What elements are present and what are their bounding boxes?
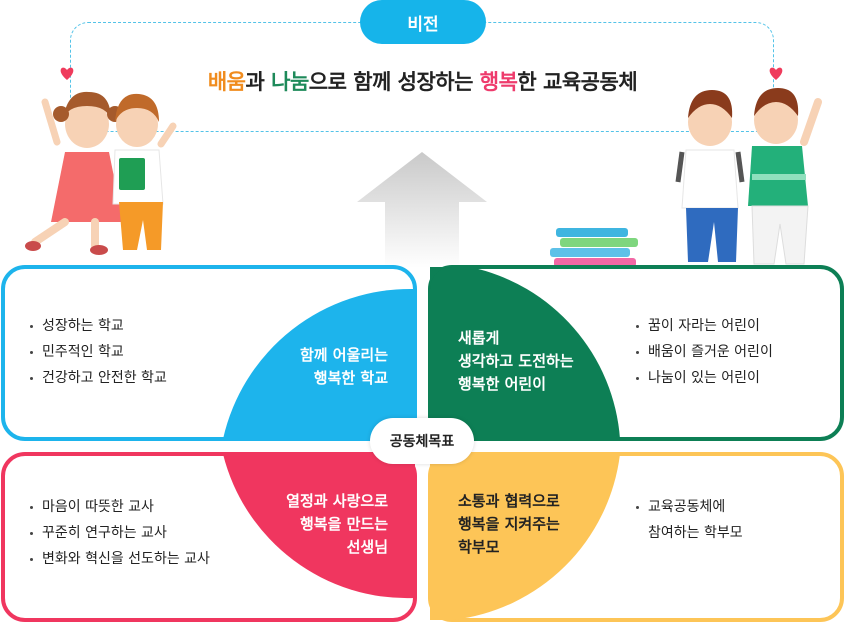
parents-sector bbox=[430, 454, 620, 620]
vision-word-learning: 배움 bbox=[207, 70, 246, 94]
school-goal-list: 성장하는 학교 민주적인 학교 건강하고 안전한 학교 bbox=[30, 313, 167, 391]
list-item: 꾸준히 연구하는 교사 bbox=[30, 520, 210, 546]
community-goal-label: 공동체목표 bbox=[370, 418, 474, 464]
vision-text-2: 과 bbox=[245, 70, 272, 94]
teachers-goal-list: 마음이 따뜻한 교사 꾸준히 연구하는 교사 변화와 혁신을 선도하는 교사 bbox=[30, 494, 210, 572]
parents-goal-title: 소통과 협력으로 행복을 지켜주는 학부모 bbox=[458, 492, 560, 556]
parents-goal-list: 교육공동체에 참여하는 학부모 bbox=[636, 494, 743, 546]
vision-text-6: 한 교육공동체 bbox=[517, 70, 638, 94]
list-item: 민주적인 학교 bbox=[30, 339, 167, 365]
list-item: 건강하고 안전한 학교 bbox=[30, 365, 167, 391]
list-item: 꿈이 자라는 어린이 bbox=[636, 313, 773, 339]
heart-icon bbox=[769, 67, 783, 80]
up-arrow-icon bbox=[357, 152, 487, 268]
vision-label: 비전 bbox=[360, 0, 486, 44]
teachers-sector bbox=[223, 454, 415, 599]
list-item: 변화와 혁신을 선도하는 교사 bbox=[30, 546, 210, 572]
list-item: 교육공동체에 bbox=[636, 494, 743, 520]
list-item: 성장하는 학교 bbox=[30, 313, 167, 339]
list-item: 참여하는 학부모 bbox=[648, 525, 743, 541]
vision-word-sharing: 나눔 bbox=[271, 70, 309, 94]
girls-illustration bbox=[25, 67, 177, 255]
list-item: 마음이 따뜻한 교사 bbox=[30, 494, 210, 520]
children-goal-title: 새롭게 생각하고 도전하는 행복한 어린이 bbox=[458, 329, 574, 393]
teachers-goal-title: 열정과 사랑으로 행복을 만드는 선생님 bbox=[286, 492, 388, 556]
children-sector bbox=[430, 267, 620, 439]
vision-text-4: 으로 함께 성장하는 bbox=[308, 70, 480, 94]
vision-statement: 배움과 나눔으로 함께 성장하는 행복한 교육공동체 bbox=[0, 66, 845, 96]
list-item: 배움이 즐거운 어린이 bbox=[636, 339, 773, 365]
school-goal-title: 함께 어울리는 행복한 학교 bbox=[299, 346, 388, 387]
school-sector bbox=[223, 288, 415, 439]
list-item: 나눔이 있는 어린이 bbox=[636, 365, 773, 391]
vision-word-happiness: 행복 bbox=[479, 70, 518, 94]
children-goal-list: 꿈이 자라는 어린이 배움이 즐거운 어린이 나눔이 있는 어린이 bbox=[636, 313, 773, 391]
books-illustration bbox=[550, 228, 638, 267]
heart-icon bbox=[60, 67, 74, 80]
boys-illustration bbox=[675, 67, 822, 265]
